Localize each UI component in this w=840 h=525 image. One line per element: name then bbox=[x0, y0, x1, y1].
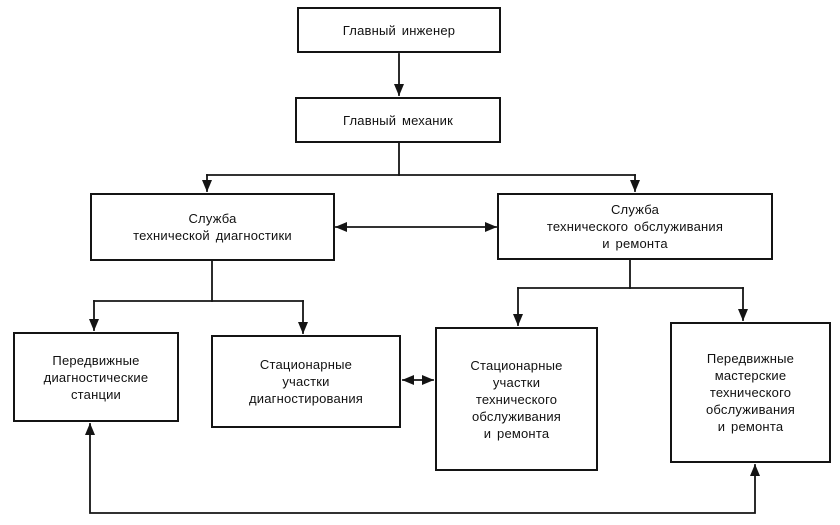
node-maintenance-service-label: Служба технического обслуживания и ремон… bbox=[546, 202, 724, 251]
node-diagnostics-service: Служба технической диагностики bbox=[90, 193, 335, 261]
node-mobile-maintenance-workshops: Передвижные мастерские технического обсл… bbox=[670, 322, 831, 463]
node-diagnostics-service-label: Служба технической диагностики bbox=[133, 211, 292, 243]
connector-bottom-feedback-loop bbox=[85, 423, 760, 514]
node-chief-mechanic-label: Главный механик bbox=[342, 112, 454, 128]
node-mobile-diagnostic-stations-label: Передвижные диагностические станции bbox=[43, 352, 149, 402]
node-maintenance-service: Служба технического обслуживания и ремон… bbox=[497, 193, 773, 260]
node-stationary-maintenance-sections-label: Стационарные участки технического обслуж… bbox=[470, 357, 563, 441]
node-chief-engineer: Главный инженер bbox=[297, 7, 501, 53]
node-chief-mechanic: Главный механик bbox=[295, 97, 501, 143]
node-mobile-diagnostic-stations: Передвижные диагностические станции bbox=[13, 332, 179, 422]
node-stationary-diagnostic-sections-label: Стационарные участки диагностирования bbox=[248, 357, 364, 406]
node-stationary-diagnostic-sections: Стационарные участки диагностирования bbox=[211, 335, 401, 428]
node-stationary-maintenance-sections: Стационарные участки технического обслуж… bbox=[435, 327, 598, 471]
node-mobile-maintenance-workshops-label: Передвижные мастерские технического обсл… bbox=[705, 351, 796, 434]
node-chief-engineer-label: Главный инженер bbox=[342, 22, 456, 38]
